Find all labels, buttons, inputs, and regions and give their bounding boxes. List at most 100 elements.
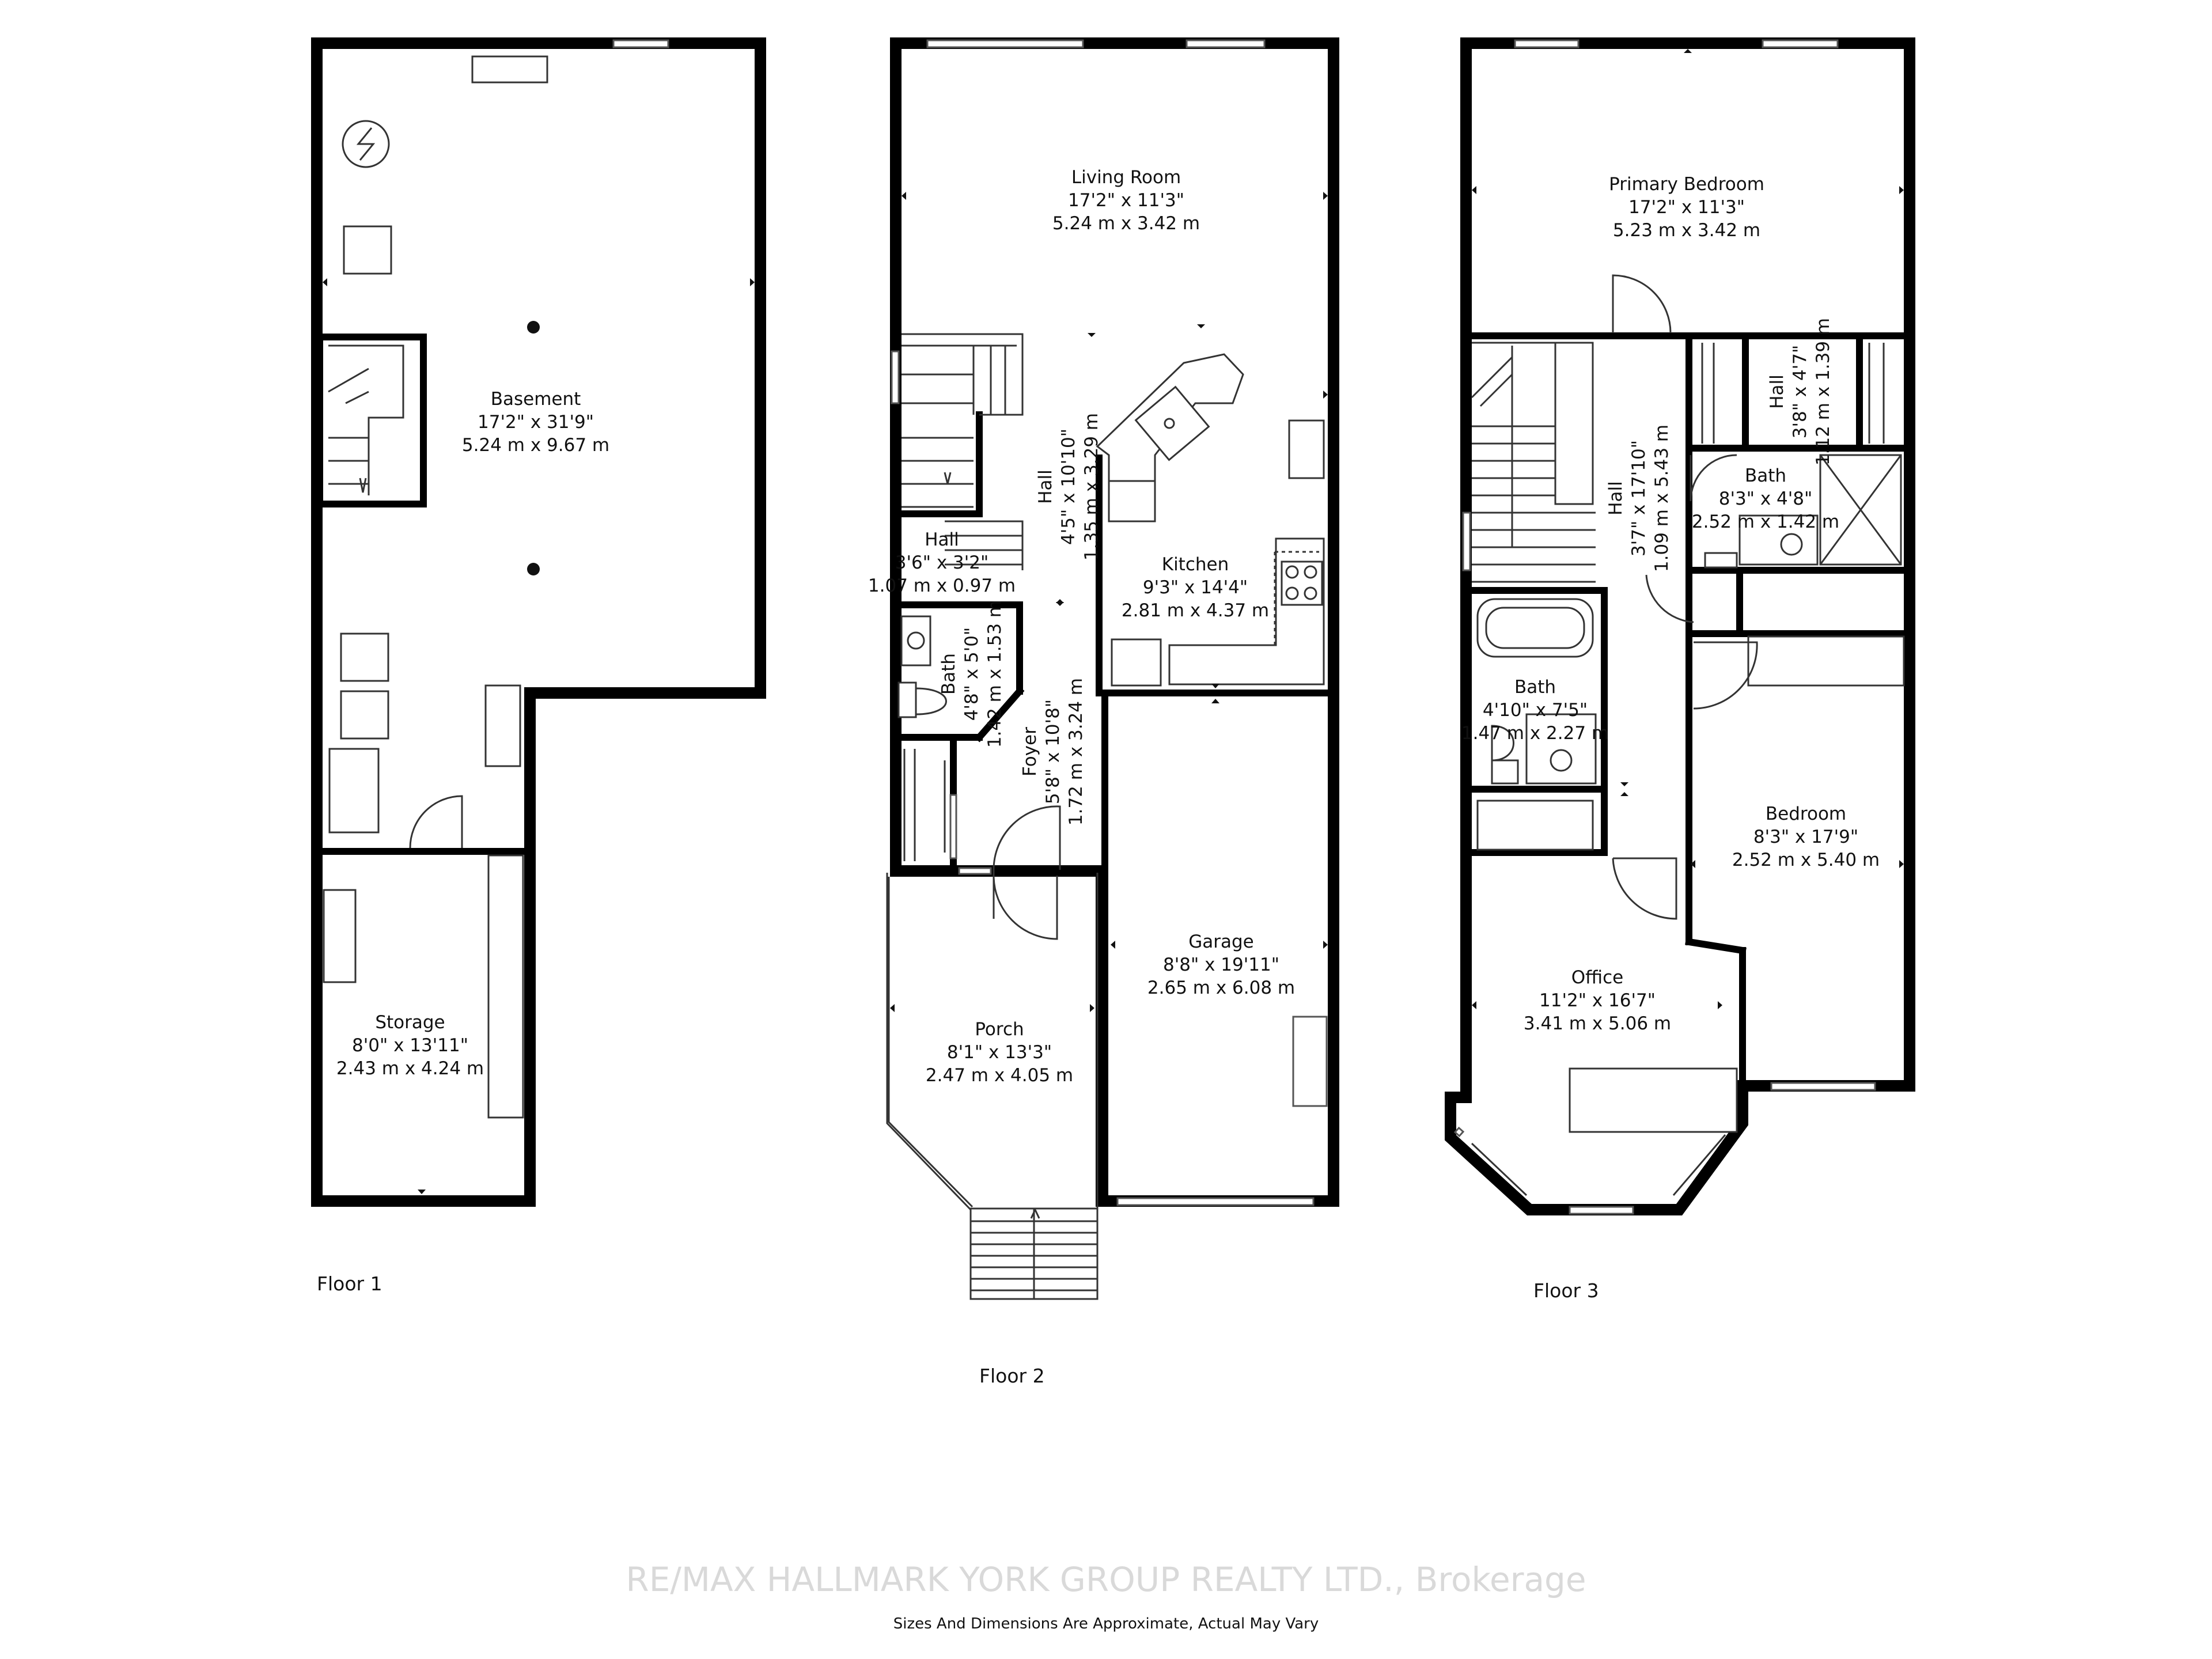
wall-marker <box>1472 186 1476 194</box>
room-dimensions-metric: 3.41 m x 5.06 m <box>1524 1013 1671 1034</box>
room-name: Porch <box>975 1019 1024 1040</box>
wall-marker <box>1323 192 1328 200</box>
wall-marker <box>1111 941 1115 949</box>
wall-marker <box>1323 941 1328 949</box>
half-bath-wall <box>974 686 1025 743</box>
wall-marker <box>1088 333 1096 337</box>
floor-1-plan <box>311 37 766 1207</box>
upper-stairs <box>1471 342 1596 583</box>
room-name: Hall <box>1605 481 1626 516</box>
room-dimensions-metric: 2.52 m x 1.42 m <box>1692 512 1839 532</box>
office-door <box>1612 857 1677 920</box>
dishwasher <box>1111 638 1162 687</box>
wall-marker <box>323 278 327 286</box>
office-window <box>1569 1206 1634 1215</box>
ensuite-fixtures <box>1701 343 1902 569</box>
basement-furnace <box>343 225 392 275</box>
room-dimensions-metric: 1.42 m x 1.53 m <box>984 600 1005 748</box>
wall-marker <box>1090 1004 1094 1012</box>
room-label-hall: Hall 4'5" x 10'10" 1.35 m x 3.29 m <box>1035 413 1102 560</box>
room-dimensions-metric: 2.43 m x 4.24 m <box>336 1058 484 1079</box>
room-dimensions-imperial: 8'8" x 19'11" <box>1163 955 1279 975</box>
kitchen-island <box>1096 353 1244 522</box>
stair-window <box>891 350 900 404</box>
room-dimensions-metric: 1.09 m x 5.43 m <box>1652 425 1672 572</box>
room-dimensions-imperial: 17'2" x 11'3" <box>1068 190 1184 211</box>
primary-bedroom-window <box>1762 39 1839 48</box>
floor-3-exterior-walls <box>1445 37 1915 1215</box>
room-name: Garage <box>1188 931 1254 952</box>
room-name: Hall <box>925 529 959 550</box>
room-dimensions-imperial: 17'2" x 11'3" <box>1628 197 1745 218</box>
wall-marker <box>750 278 755 286</box>
hall-closet-door <box>1690 454 1737 502</box>
room-dimensions-imperial: 3'8" x 4'7" <box>1790 345 1810 439</box>
disclaimer-text: Sizes And Dimensions Are Approximate, Ac… <box>893 1615 1319 1633</box>
room-dimensions-imperial: 8'3" x 17'9" <box>1753 827 1858 847</box>
room-dimensions-imperial: 4'5" x 10'10" <box>1058 429 1079 545</box>
room-dimensions-imperial: 5'8" x 10'8" <box>1043 699 1063 804</box>
wall-marker <box>1472 1001 1476 1009</box>
room-name: Kitchen <box>1162 554 1229 575</box>
room-name: Bath <box>1745 465 1786 486</box>
bedroom-west-wall <box>1685 938 1747 955</box>
wall-marker <box>1211 684 1219 688</box>
room-dimensions-metric: 1.07 m x 0.97 m <box>868 575 1016 596</box>
room-dimensions-metric: 2.47 m x 4.05 m <box>926 1065 1073 1086</box>
wall-marker <box>1323 391 1328 399</box>
wall-marker <box>890 1004 895 1012</box>
front-door <box>993 805 1061 919</box>
wall-marker <box>1899 860 1904 868</box>
floor-label: Floor 1 <box>317 1272 382 1295</box>
room-label-bath: Bath 4'8" x 5'0" 1.42 m x 1.53 m <box>938 600 1005 748</box>
room-dimensions-imperial: 11'2" x 16'7" <box>1539 990 1656 1011</box>
living-room-window <box>926 39 1084 48</box>
room-dimensions-metric: 5.24 m x 3.42 m <box>1052 213 1200 234</box>
storage-shelf <box>323 889 357 983</box>
room-name: Office <box>1571 967 1624 988</box>
room-label-hall: Hall 3'7" x 17'10" 1.09 m x 5.43 m <box>1605 425 1672 572</box>
room-dimensions-metric: 2.52 m x 5.40 m <box>1732 850 1880 870</box>
room-dimensions-imperial: 4'10" x 7'5" <box>1483 700 1588 721</box>
support-post <box>527 321 540 334</box>
office-desk <box>1569 1067 1738 1133</box>
electrical-panel-icon <box>342 120 390 168</box>
room-name: Bedroom <box>1766 804 1846 824</box>
primary-bedroom-door <box>1612 274 1672 334</box>
room-label-bath: Bath 4'10" x 7'5" 1.47 m x 2.27 m <box>1461 677 1609 744</box>
office-bay-window <box>1471 1134 1726 1196</box>
porch-window <box>958 867 992 875</box>
basement-stairs <box>328 344 404 495</box>
room-label-primary-bedroom: Primary Bedroom 17'2" x 11'3" 5.23 m x 3… <box>1609 174 1764 241</box>
wall-marker <box>418 1190 426 1194</box>
room-label-basement: Basement 17'2" x 31'9" 5.24 m x 9.67 m <box>462 389 609 456</box>
room-label-kitchen: Kitchen 9'3" x 14'4" 2.81 m x 4.37 m <box>1122 554 1269 621</box>
foyer-window <box>949 794 957 859</box>
room-name: Bath <box>1514 677 1556 698</box>
hall-door <box>1645 574 1694 623</box>
linen-closet <box>1476 800 1594 851</box>
room-dimensions-imperial: 3'6" x 3'2" <box>895 552 989 573</box>
main-bath-fixtures <box>1476 598 1597 785</box>
basement-shelf <box>484 684 521 767</box>
floor-label: Floor 2 <box>979 1365 1045 1387</box>
porch-door <box>993 875 1058 940</box>
room-label-hall: Hall 3'8" x 4'7" 1.12 m x 1.39 m <box>1767 318 1834 465</box>
basement-stair-wall <box>316 334 427 507</box>
porch-outline <box>886 873 1099 1300</box>
primary-bedroom-window <box>1514 39 1580 48</box>
wall-marker <box>1691 860 1695 868</box>
basement-vent <box>471 55 548 84</box>
brokerage-watermark: RE/MAX HALLMARK YORK GROUP REALTY LTD., … <box>626 1560 1586 1599</box>
office-window <box>1453 1126 1465 1138</box>
room-label-porch: Porch 8'1" x 13'3" 2.47 m x 4.05 m <box>926 1019 1073 1086</box>
room-dimensions-imperial: 4'8" x 5'0" <box>961 627 982 721</box>
room-label-bedroom: Bedroom 8'3" x 17'9" 2.52 m x 5.40 m <box>1732 804 1880 870</box>
wall-marker <box>1197 324 1205 328</box>
living-room-window <box>1185 39 1266 48</box>
room-name: Basement <box>491 389 581 410</box>
room-dimensions-metric: 1.72 m x 3.24 m <box>1066 678 1086 825</box>
wall-marker <box>902 192 906 200</box>
room-dimensions-imperial: 3'7" x 17'10" <box>1628 440 1649 556</box>
